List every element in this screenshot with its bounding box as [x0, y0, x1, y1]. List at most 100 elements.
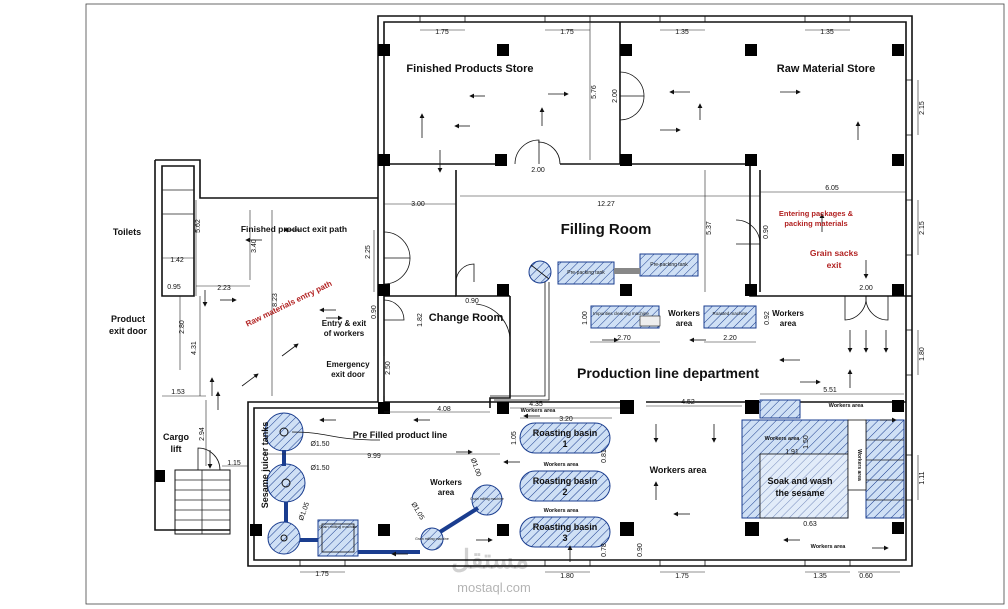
svg-text:5.76: 5.76 — [591, 85, 598, 99]
svg-text:0.78: 0.78 — [601, 543, 608, 557]
pre-packing-label-b: Pre-packing tank — [650, 262, 688, 268]
svg-text:5.62: 5.62 — [195, 219, 202, 233]
svg-text:2.94: 2.94 — [199, 427, 206, 441]
svg-text:5.51: 5.51 — [823, 387, 837, 394]
svg-text:1.53: 1.53 — [171, 389, 185, 396]
product-exit-door-label-1: Product — [111, 314, 145, 324]
svg-text:4.35: 4.35 — [529, 401, 543, 408]
svg-text:1.11: 1.11 — [919, 471, 926, 484]
change-room-label: Change Room — [429, 312, 504, 324]
svg-text:1.35: 1.35 — [820, 29, 834, 36]
windows — [299, 15, 913, 567]
product-exit-door-label-2: exit door — [109, 326, 148, 336]
workers-area-small-4: Workers area — [829, 403, 865, 409]
doors — [197, 71, 889, 471]
svg-text:4.08: 4.08 — [437, 406, 451, 413]
svg-text:0.90: 0.90 — [465, 298, 479, 305]
dimension-lines — [162, 22, 919, 573]
svg-text:1.42: 1.42 — [170, 257, 184, 264]
roasting-1-label: Roasting basin — [533, 428, 598, 438]
workers-area-a2: area — [676, 319, 693, 328]
workers-area-small-3: Workers area — [544, 508, 580, 514]
svg-text:3.20: 3.20 — [559, 416, 573, 423]
svg-text:5.37: 5.37 — [706, 221, 713, 235]
svg-text:1.35: 1.35 — [813, 573, 827, 580]
production-label: Production line department — [577, 365, 759, 381]
pre-packing-label: Pre-packing tank — [567, 270, 605, 276]
svg-text:3.40: 3.40 — [251, 239, 258, 253]
filling-room-label: Filling Room — [561, 221, 652, 238]
impurities-label: Impurities cleaning machine — [593, 311, 649, 316]
svg-text:1.35: 1.35 — [675, 29, 689, 36]
svg-text:8.23: 8.23 — [272, 293, 279, 307]
svg-text:2.80: 2.80 — [179, 320, 186, 334]
columns — [155, 44, 904, 536]
entry-exit-workers-label-2: of workers — [324, 329, 365, 338]
soak-wash-label-2: the sesame — [775, 488, 824, 498]
filling-equipment — [490, 253, 699, 401]
watermark-brand: مستقل — [451, 544, 529, 574]
roasted-label: Roasted machine — [712, 311, 748, 316]
svg-text:2.00: 2.00 — [612, 89, 619, 103]
svg-text:0.81: 0.81 — [601, 449, 608, 463]
svg-text:Ø1.05: Ø1.05 — [409, 501, 425, 521]
svg-text:0.90: 0.90 — [763, 225, 770, 239]
workers-area-main: Workers area — [650, 465, 708, 475]
svg-text:1.50: 1.50 — [803, 435, 810, 449]
workers-area-b2: area — [780, 319, 797, 328]
production-machines — [519, 305, 905, 548]
svg-text:4.52: 4.52 — [681, 399, 695, 406]
svg-text:1.91: 1.91 — [785, 449, 799, 456]
roasting-2-label: Roasting basin — [533, 476, 598, 486]
soak-wash-label-1: Soak and wash — [767, 476, 832, 486]
svg-text:1.05: 1.05 — [511, 431, 518, 445]
entering-packages-label-1: Entering packages & — [779, 209, 854, 218]
grain-milling-label-b: Grain milling machine — [415, 537, 449, 541]
workers-area-b1: Workers — [772, 309, 804, 318]
grain-milling-machine — [317, 519, 359, 557]
svg-text:Ø1.05: Ø1.05 — [298, 501, 311, 521]
sesame-tanks — [264, 412, 503, 557]
svg-text:2.15: 2.15 — [919, 221, 926, 235]
svg-text:6.05: 6.05 — [825, 185, 839, 192]
svg-text:0.60: 0.60 — [859, 573, 873, 580]
svg-text:1.15: 1.15 — [227, 460, 241, 467]
raw-store-label: Raw Material Store — [777, 63, 875, 75]
grain-label-b: Grain milling machine — [470, 497, 504, 501]
raw-entry-path-label: Raw materials entry path — [244, 279, 333, 329]
svg-text:9.99: 9.99 — [367, 453, 381, 460]
svg-text:1.75: 1.75 — [675, 573, 689, 580]
entering-packages-label-2: packing materials — [784, 219, 847, 228]
workers-area-c1: Workers — [430, 478, 462, 487]
svg-text:1.75: 1.75 — [435, 29, 449, 36]
workers-area-small-5: Workers area — [765, 436, 801, 442]
sheet-border — [85, 3, 1005, 605]
cargo-lift-label-1: Cargo — [163, 432, 190, 442]
emergency-exit-label-1: Emergency — [326, 360, 370, 369]
svg-text:1.80: 1.80 — [560, 573, 574, 580]
svg-text:2.25: 2.25 — [365, 245, 372, 259]
flow-arrows — [202, 89, 897, 562]
svg-text:0.90: 0.90 — [371, 305, 378, 319]
svg-text:12.27: 12.27 — [597, 201, 615, 208]
svg-text:1.82: 1.82 — [417, 313, 424, 327]
svg-text:Ø1.50: Ø1.50 — [310, 441, 329, 448]
svg-text:2.20: 2.20 — [723, 335, 737, 342]
sesame-tanks-label: Sesame juicer tanks — [260, 422, 270, 509]
svg-text:3.00: 3.00 — [411, 201, 425, 208]
svg-text:0.95: 0.95 — [167, 284, 181, 291]
cargo-lift-label-2: lift — [171, 444, 182, 454]
svg-text:2.15: 2.15 — [919, 101, 926, 115]
svg-text:2.50: 2.50 — [385, 361, 392, 375]
svg-text:Ø1.50: Ø1.50 — [310, 465, 329, 472]
grain-exit-label-1: Grain sacks — [810, 248, 858, 258]
svg-text:1.75: 1.75 — [560, 29, 574, 36]
workers-area-small-7: Workers area — [856, 449, 862, 481]
svg-text:Ø1.00: Ø1.00 — [469, 457, 482, 477]
svg-text:2.70: 2.70 — [617, 335, 631, 342]
entry-exit-workers-label-1: Entry & exit — [322, 319, 367, 328]
svg-text:4.31: 4.31 — [191, 341, 198, 355]
grain-exit-label-2: exit — [827, 260, 842, 270]
emergency-exit-label-2: exit door — [331, 370, 365, 379]
